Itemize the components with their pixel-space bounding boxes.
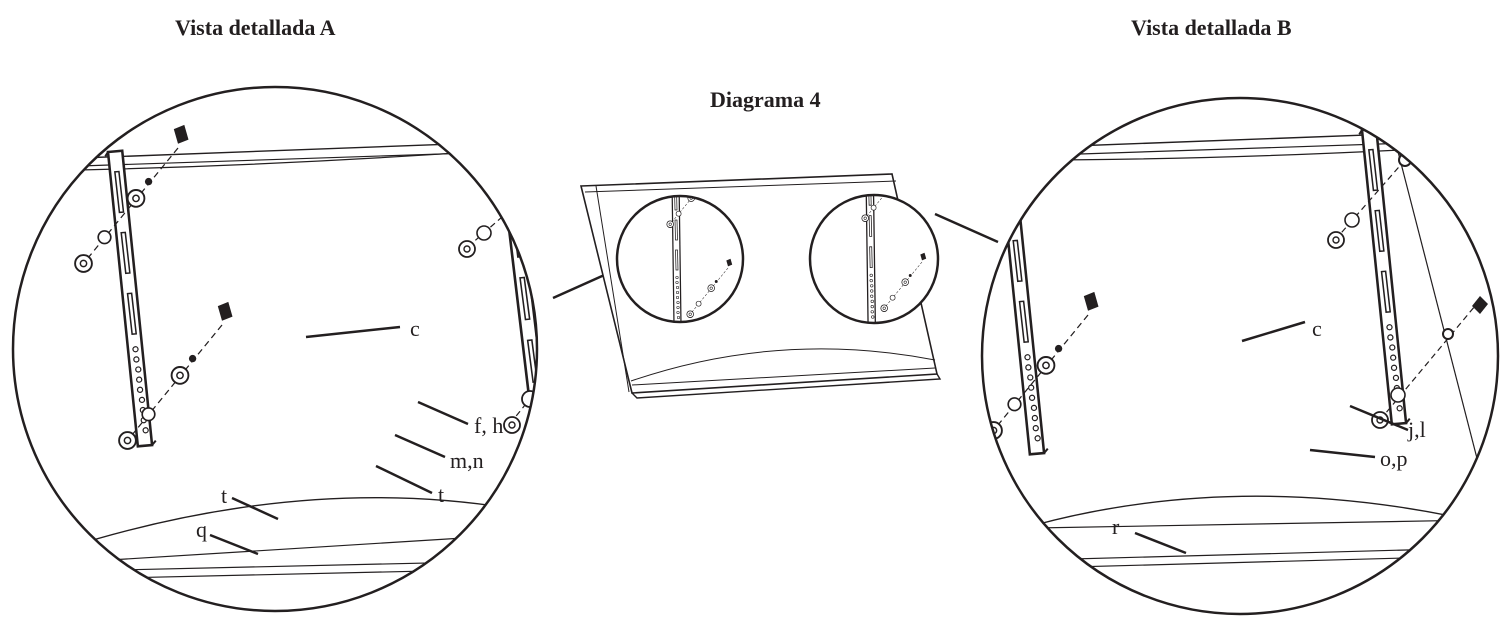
overview-circle-left	[615, 194, 745, 324]
label-a-c: c	[410, 316, 420, 341]
label-b-r: r	[1112, 514, 1120, 539]
leader-a-q	[209, 533, 259, 556]
leader-b-r	[1134, 531, 1187, 555]
hardware-a-right-upper	[458, 209, 511, 258]
label-b-c: c	[1312, 316, 1322, 341]
label-a-t-left: t	[221, 483, 227, 508]
leader-a-mn	[394, 433, 446, 459]
connector-line-b	[934, 212, 999, 244]
overview-circle-right	[808, 193, 940, 325]
detail-a-title: Vista detallada A	[175, 15, 336, 40]
label-a-fh: f, h	[474, 413, 503, 438]
leader-a-t-left	[231, 496, 279, 521]
label-b-op: o,p	[1380, 446, 1408, 471]
label-a-q: q	[196, 517, 207, 542]
leader-b-op	[1309, 448, 1376, 459]
leader-a-c	[305, 325, 401, 339]
leader-b-c	[1241, 320, 1306, 343]
diagram-title: Diagrama 4	[710, 87, 821, 112]
leader-a-fh	[417, 400, 469, 426]
leader-b-jl	[1349, 404, 1409, 432]
leader-a-t-right	[375, 464, 433, 495]
detail-view-b: c j,l o,p r	[980, 96, 1500, 616]
label-b-jl: j,l	[1407, 417, 1426, 442]
detail-view-a: c f, h m,n t t q	[11, 85, 539, 613]
label-a-mn: m,n	[450, 448, 484, 473]
label-a-t-right: t	[438, 482, 444, 507]
detail-b-title: Vista detallada B	[1131, 15, 1292, 40]
